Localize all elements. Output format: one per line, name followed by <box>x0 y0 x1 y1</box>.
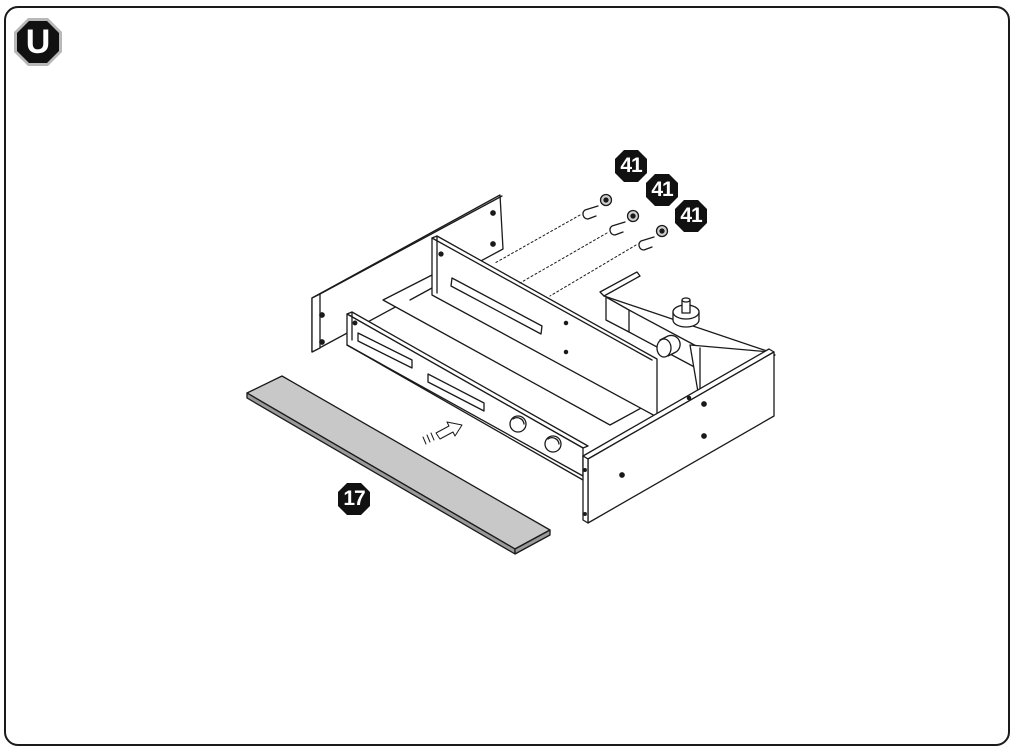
insert-arrow-icon <box>422 421 463 445</box>
octagon-step-icon <box>14 18 62 66</box>
hook-fastener-icon <box>638 224 669 251</box>
hook-guide-lines <box>494 214 637 297</box>
part-number: 41 <box>680 204 702 227</box>
panel-17 <box>246 375 551 555</box>
hook-fastener-icon <box>609 209 640 236</box>
octagon-part-icon <box>615 150 647 182</box>
step-badge: U <box>13 17 63 67</box>
octagon-part-icon <box>338 483 370 515</box>
back-panel <box>431 235 658 418</box>
part-number: 41 <box>620 154 642 177</box>
part-badge-41: 41 <box>615 150 647 182</box>
right-end-panel <box>582 348 775 524</box>
part-badge-41: 41 <box>675 200 707 232</box>
knob <box>672 297 700 328</box>
left-end-panel <box>311 194 504 353</box>
hook-fastener-icon <box>582 193 613 220</box>
part-badge-41: 41 <box>646 174 678 206</box>
cam-lock <box>656 334 681 358</box>
part-number: 17 <box>343 487 365 510</box>
part-number: 41 <box>651 178 673 201</box>
octagon-part-icon <box>675 200 707 232</box>
assembly-drawing <box>246 193 776 555</box>
part-badge-17: 17 <box>338 483 370 515</box>
octagon-part-icon <box>646 174 678 206</box>
step-letter: U <box>25 23 51 61</box>
